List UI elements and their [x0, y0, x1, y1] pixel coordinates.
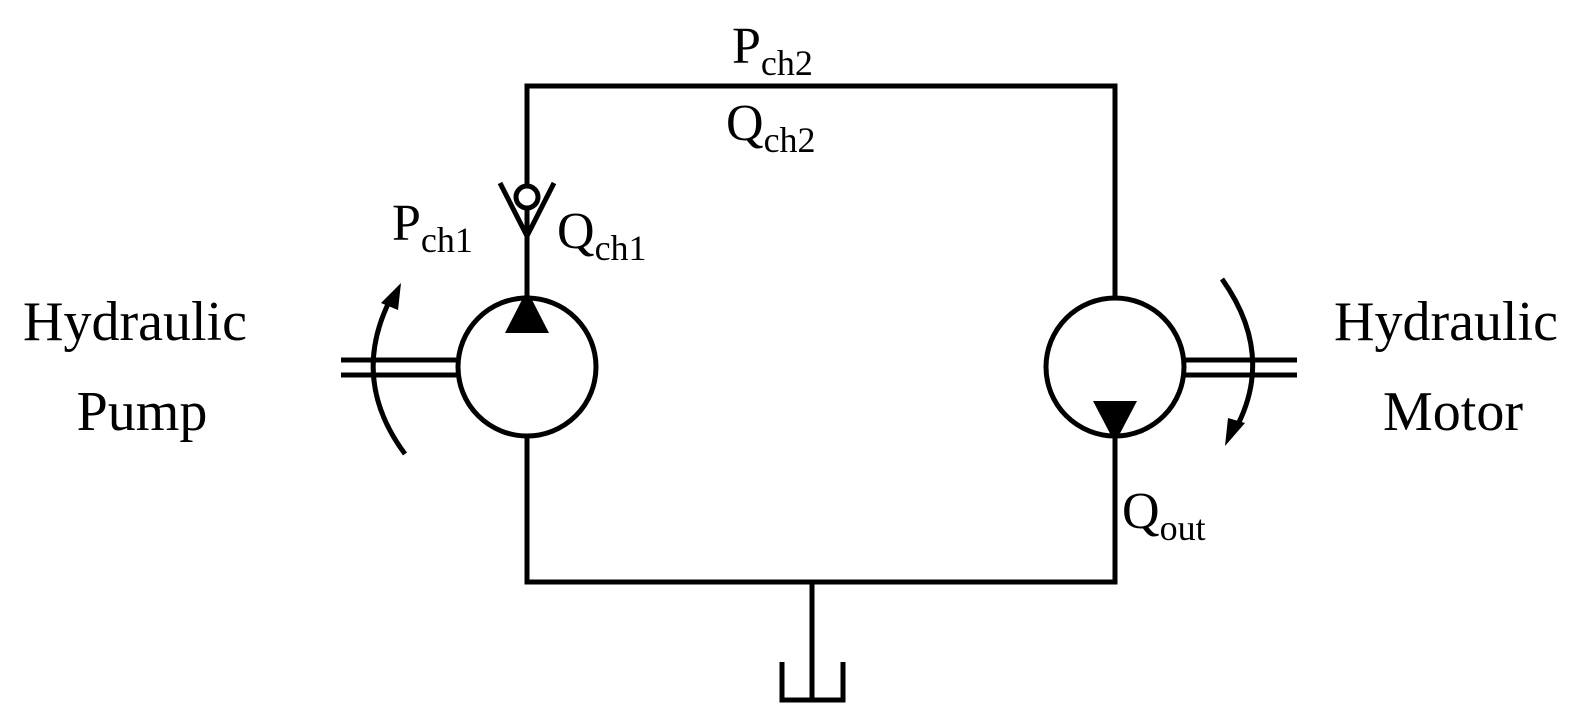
motor-rotation-arrow-icon — [1219, 277, 1256, 446]
pump-label-line1: Hydraulic — [23, 291, 247, 353]
q-ch1-sub: ch1 — [595, 228, 647, 268]
motor-shaft — [1182, 357, 1297, 378]
q-ch2-main: Q — [726, 95, 764, 152]
q-ch2-sub: ch2 — [764, 120, 816, 160]
q-ch1-main: Q — [557, 203, 595, 260]
p-ch1-main: P — [392, 195, 421, 252]
p-ch2-sub: ch2 — [761, 43, 813, 83]
q-ch1-label: Qch1 — [557, 203, 647, 268]
q-out-main: Q — [1122, 483, 1160, 540]
pump-label: Hydraulic Pump — [23, 291, 261, 443]
motor-label-line1: Hydraulic — [1334, 291, 1558, 353]
check-valve-icon — [497, 181, 557, 238]
tank-icon — [779, 662, 846, 703]
p-ch2-main: P — [732, 18, 761, 75]
p-ch2-label: Pch2 — [732, 18, 813, 83]
pump-shaft — [341, 357, 458, 378]
motor-icon — [1043, 295, 1187, 443]
pump-label-line2: Pump — [77, 381, 208, 443]
p-ch1-sub: ch1 — [421, 220, 473, 260]
motor-label-line2: Motor — [1383, 381, 1523, 443]
pump-icon — [455, 290, 599, 439]
p-ch1-label: Pch1 — [392, 195, 473, 260]
return-line — [524, 435, 1118, 585]
motor-label: Hydraulic Motor — [1334, 291, 1572, 443]
pump-rotation-arrow-icon — [370, 283, 408, 456]
q-out-label: Qout — [1122, 483, 1206, 548]
q-ch2-label: Qch2 — [726, 95, 816, 160]
q-out-sub: out — [1160, 508, 1206, 548]
